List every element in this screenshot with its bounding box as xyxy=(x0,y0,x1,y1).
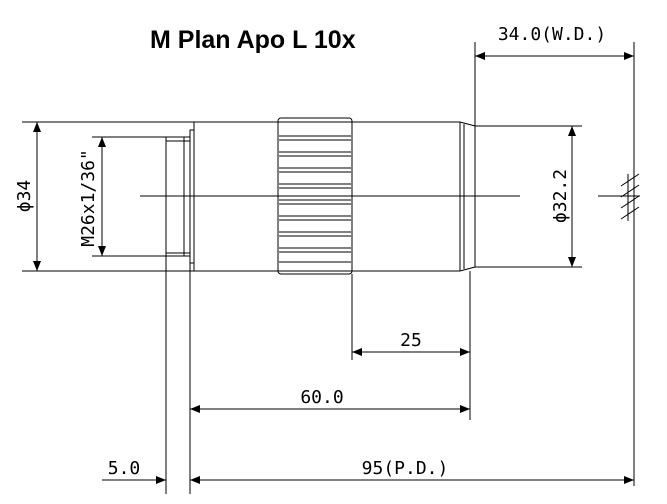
specimen-plane xyxy=(620,173,640,221)
dim-knurl-to-tip: 25 xyxy=(351,271,471,420)
flange-offset-label: 5.0 xyxy=(108,458,141,479)
dim-flange-offset: 5.0 xyxy=(102,256,200,494)
parfocal-distance-label: 95(P.D.) xyxy=(362,458,449,479)
dim-working-distance: 34.0(W.D.) xyxy=(474,24,635,486)
knurl-pattern xyxy=(279,135,351,263)
knurl-to-tip-label: 25 xyxy=(400,330,422,351)
body-length-label: 60.0 xyxy=(300,387,343,408)
front-diameter-label: ϕ32.2 xyxy=(550,169,571,223)
dim-outer-diameter: ϕ34 xyxy=(14,121,194,272)
dim-body-length: 60.0 xyxy=(189,263,470,494)
outer-diameter-label: ϕ34 xyxy=(14,180,35,213)
working-distance-label: 34.0(W.D.) xyxy=(498,24,606,45)
thread-label: M26x1/36" xyxy=(78,149,99,247)
dim-front-diameter: ϕ32.2 xyxy=(475,125,582,268)
drawing-title: M Plan Apo L 10x xyxy=(150,26,356,54)
dim-parfocal-distance: 95(P.D.) xyxy=(190,458,634,484)
dim-thread: M26x1/36" xyxy=(78,136,166,257)
